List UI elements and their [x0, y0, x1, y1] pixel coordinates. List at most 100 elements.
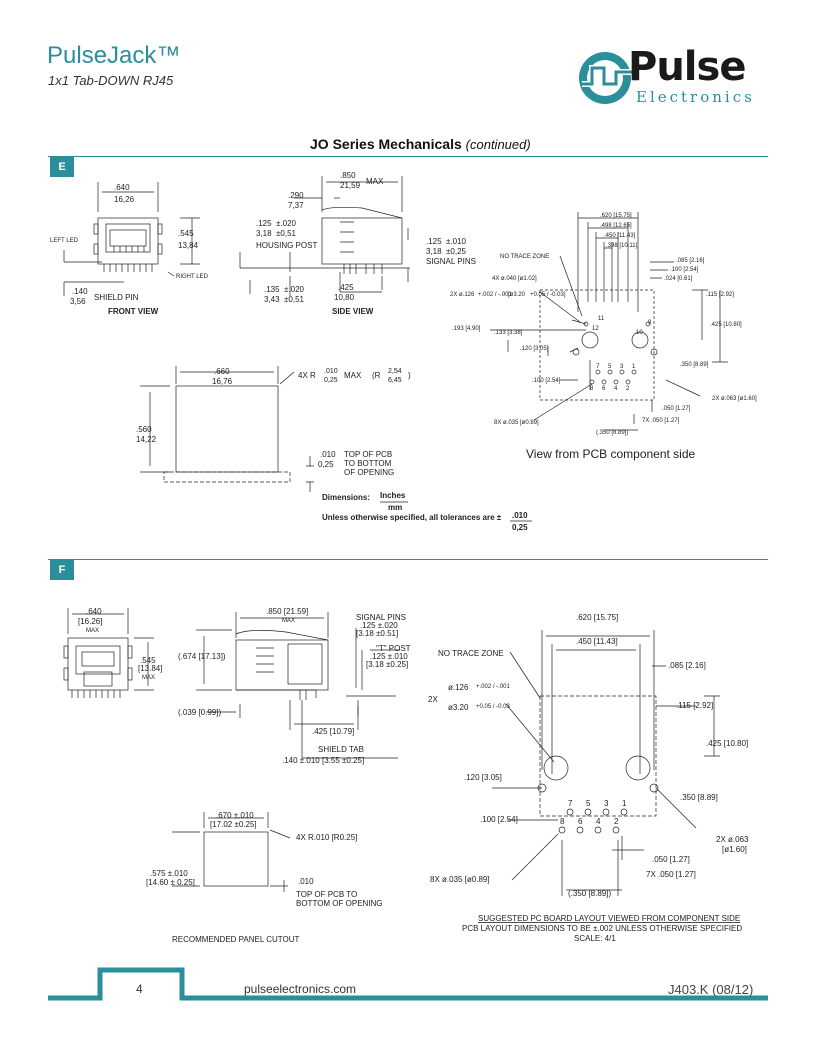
f-pin-7: 7	[568, 799, 573, 808]
e-pcb-2x063: 2X ø.063 [ø1.60]	[712, 396, 757, 402]
f-pcb-8x035: 8X ø.035 [ø0.89]	[430, 875, 490, 884]
side-view-label: SIDE VIEW	[332, 307, 374, 316]
footer-url[interactable]: pulseelectronics.com	[244, 982, 357, 996]
fv-shield-in: .140	[72, 287, 88, 296]
f-mount-hole-left	[543, 755, 569, 781]
dims-tol-den: 0,25	[512, 523, 528, 532]
dims-den: mm	[388, 503, 402, 512]
mount-hole-right	[631, 331, 649, 349]
e-pcb-350: .350 [8.89]	[680, 362, 709, 368]
f-pcb-cap2: PCB LAYOUT DIMENSIONS TO BE ±.002 UNLESS…	[462, 924, 742, 933]
section-heading-main: JO Series Mechanicals	[310, 136, 462, 152]
f-cut-h2: [14.60 ± 0.25]	[146, 878, 195, 887]
front-view-label: FRONT VIEW	[108, 307, 159, 316]
f-pcb-outline	[539, 695, 657, 817]
f-pin-4: 4	[596, 817, 601, 826]
e-pcb-100b: .100 [2.54]	[532, 378, 561, 384]
footer-line	[48, 967, 768, 1001]
f-pin-2: 2	[614, 817, 619, 826]
f-side-max-label: MAX	[282, 618, 295, 624]
front-view-body	[97, 217, 159, 265]
f-pin-1: 1	[622, 799, 627, 808]
svg-text:(R: (R	[372, 371, 381, 380]
e-pcb-085: .085 [2.16]	[676, 258, 705, 264]
f-side-body	[235, 639, 329, 691]
section-f-drawings: .640 [16.26] MAX .545 [13.84] MAX .850 […	[63, 607, 749, 944]
sv-bottom-mm: 3,43	[264, 295, 280, 304]
f-cut-caption: RECOMMENDED PANEL CUTOUT	[172, 935, 300, 944]
e-pcb-no-trace: NO TRACE ZONE	[500, 254, 549, 260]
footer-page-number: 4	[136, 982, 143, 996]
e-pcb-7x050: 7X .050 [1.27]	[642, 418, 680, 424]
f-cut-w1: .670 ±.010	[216, 811, 254, 820]
e-cut-t-label2: TO BOTTOM	[344, 459, 392, 468]
e-pin-3: 3	[620, 364, 624, 370]
footer-doc-id: J403.K (08/12)	[668, 982, 754, 997]
e-pcb-498: .498 [12.65]	[600, 223, 632, 229]
f-front-w: .640	[86, 607, 102, 616]
f-pcb-350b: (.350 [8.89])	[568, 889, 611, 898]
f-front-body	[67, 637, 129, 691]
sv-post-tol: ±.020	[276, 219, 297, 228]
f-side-sig-label: SIGNAL PINS	[356, 613, 406, 622]
f-front-h-max: MAX	[142, 675, 155, 681]
f-pin-6: 6	[578, 817, 583, 826]
e-pcb-024: .024 [0.61]	[664, 276, 693, 282]
f-front-w-max: MAX	[86, 628, 99, 634]
f-front-h-mm: [13.84]	[138, 664, 162, 673]
e-pin-8: 8	[590, 386, 594, 392]
e-cut-h-mm: 14,22	[136, 435, 157, 444]
e-pin-7: 7	[596, 364, 600, 370]
e-cut-w-in: .660	[214, 367, 230, 376]
e-pcb-2x126-tol: +.002 / -.001	[478, 292, 513, 298]
fv-right-led: RIGHT LED	[176, 274, 209, 280]
svg-text:): )	[408, 371, 411, 380]
f-side-shield-label: SHIELD TAB	[318, 745, 364, 754]
f-pcb-115: .115 [2.92]	[676, 701, 713, 710]
f-cut-h1: .575 ±.010	[150, 869, 188, 878]
f-side-max: .850 [21.59]	[266, 607, 308, 616]
sv-bottom-in: .135	[264, 285, 280, 294]
f-pcb-620: .620 [15.75]	[576, 613, 618, 622]
e-cut-t-label1: TOP OF PCB	[344, 450, 392, 459]
f-side-post2: [3.18 ±0.25]	[366, 660, 408, 669]
sv-max-mm: 21,59	[340, 181, 361, 190]
e-cutout-rect	[175, 385, 279, 473]
sv-pitch-in: .425	[338, 283, 354, 292]
sv-post-label: HOUSING POST	[256, 241, 317, 250]
f-cut-t: .010	[298, 877, 314, 886]
sv-bottom-mm-tol: ±0,51	[284, 295, 305, 304]
f-side-shield: .140 ±.010 [3.55 ±0.25]	[282, 756, 364, 765]
f-pcb-100: .100 [2.54]	[480, 815, 518, 824]
f-pcb-cap3: SCALE: 4/1	[574, 934, 616, 943]
e-cut-t-label3: OF OPENING	[344, 468, 394, 477]
section-badge-f: F	[50, 560, 74, 580]
f-side-d425: .425 [10.79]	[312, 727, 354, 736]
page-subtitle: 1x1 Tab-DOWN RJ45	[48, 73, 174, 88]
mount-hole-left	[581, 331, 599, 349]
f-pcb-050: .050 [1.27]	[652, 855, 690, 864]
e-cut-w-mm: 16,76	[212, 377, 233, 386]
section-heading-sub: (continued)	[465, 137, 531, 152]
sv-post-in: .125	[256, 219, 272, 228]
side-view-body	[321, 217, 403, 265]
e-pin-10: 10	[636, 330, 643, 336]
sv-pin-tol: ±.010	[446, 237, 467, 246]
e-pin-9: 9	[648, 320, 652, 326]
logo-word: Pulse	[628, 44, 746, 90]
fv-height-mm: 13,84	[178, 241, 199, 250]
fv-shield-label: SHIELD PIN	[94, 293, 139, 302]
dims-label: Dimensions:	[322, 493, 370, 502]
f-cutout-rect	[203, 831, 269, 887]
fv-left-led: LEFT LED	[50, 238, 79, 244]
e-pcb-450: .450 [11.43]	[604, 233, 636, 239]
page-title: PulseJack™	[47, 42, 181, 69]
e-cut-t-mm: 0,25	[318, 460, 334, 469]
f-pcb-085: .085 [2.16]	[668, 661, 706, 670]
e-pcb-620: .620 [15.75]	[600, 213, 632, 219]
e-pin-6: 6	[602, 386, 606, 392]
sv-pin-mm: 3,18	[426, 247, 442, 256]
f-pcb-no-trace: NO TRACE ZONE	[438, 649, 504, 658]
e-pcb-398: .398 [10.11]	[606, 243, 638, 249]
e-pcb-133: .133 [3.38]	[494, 330, 523, 336]
